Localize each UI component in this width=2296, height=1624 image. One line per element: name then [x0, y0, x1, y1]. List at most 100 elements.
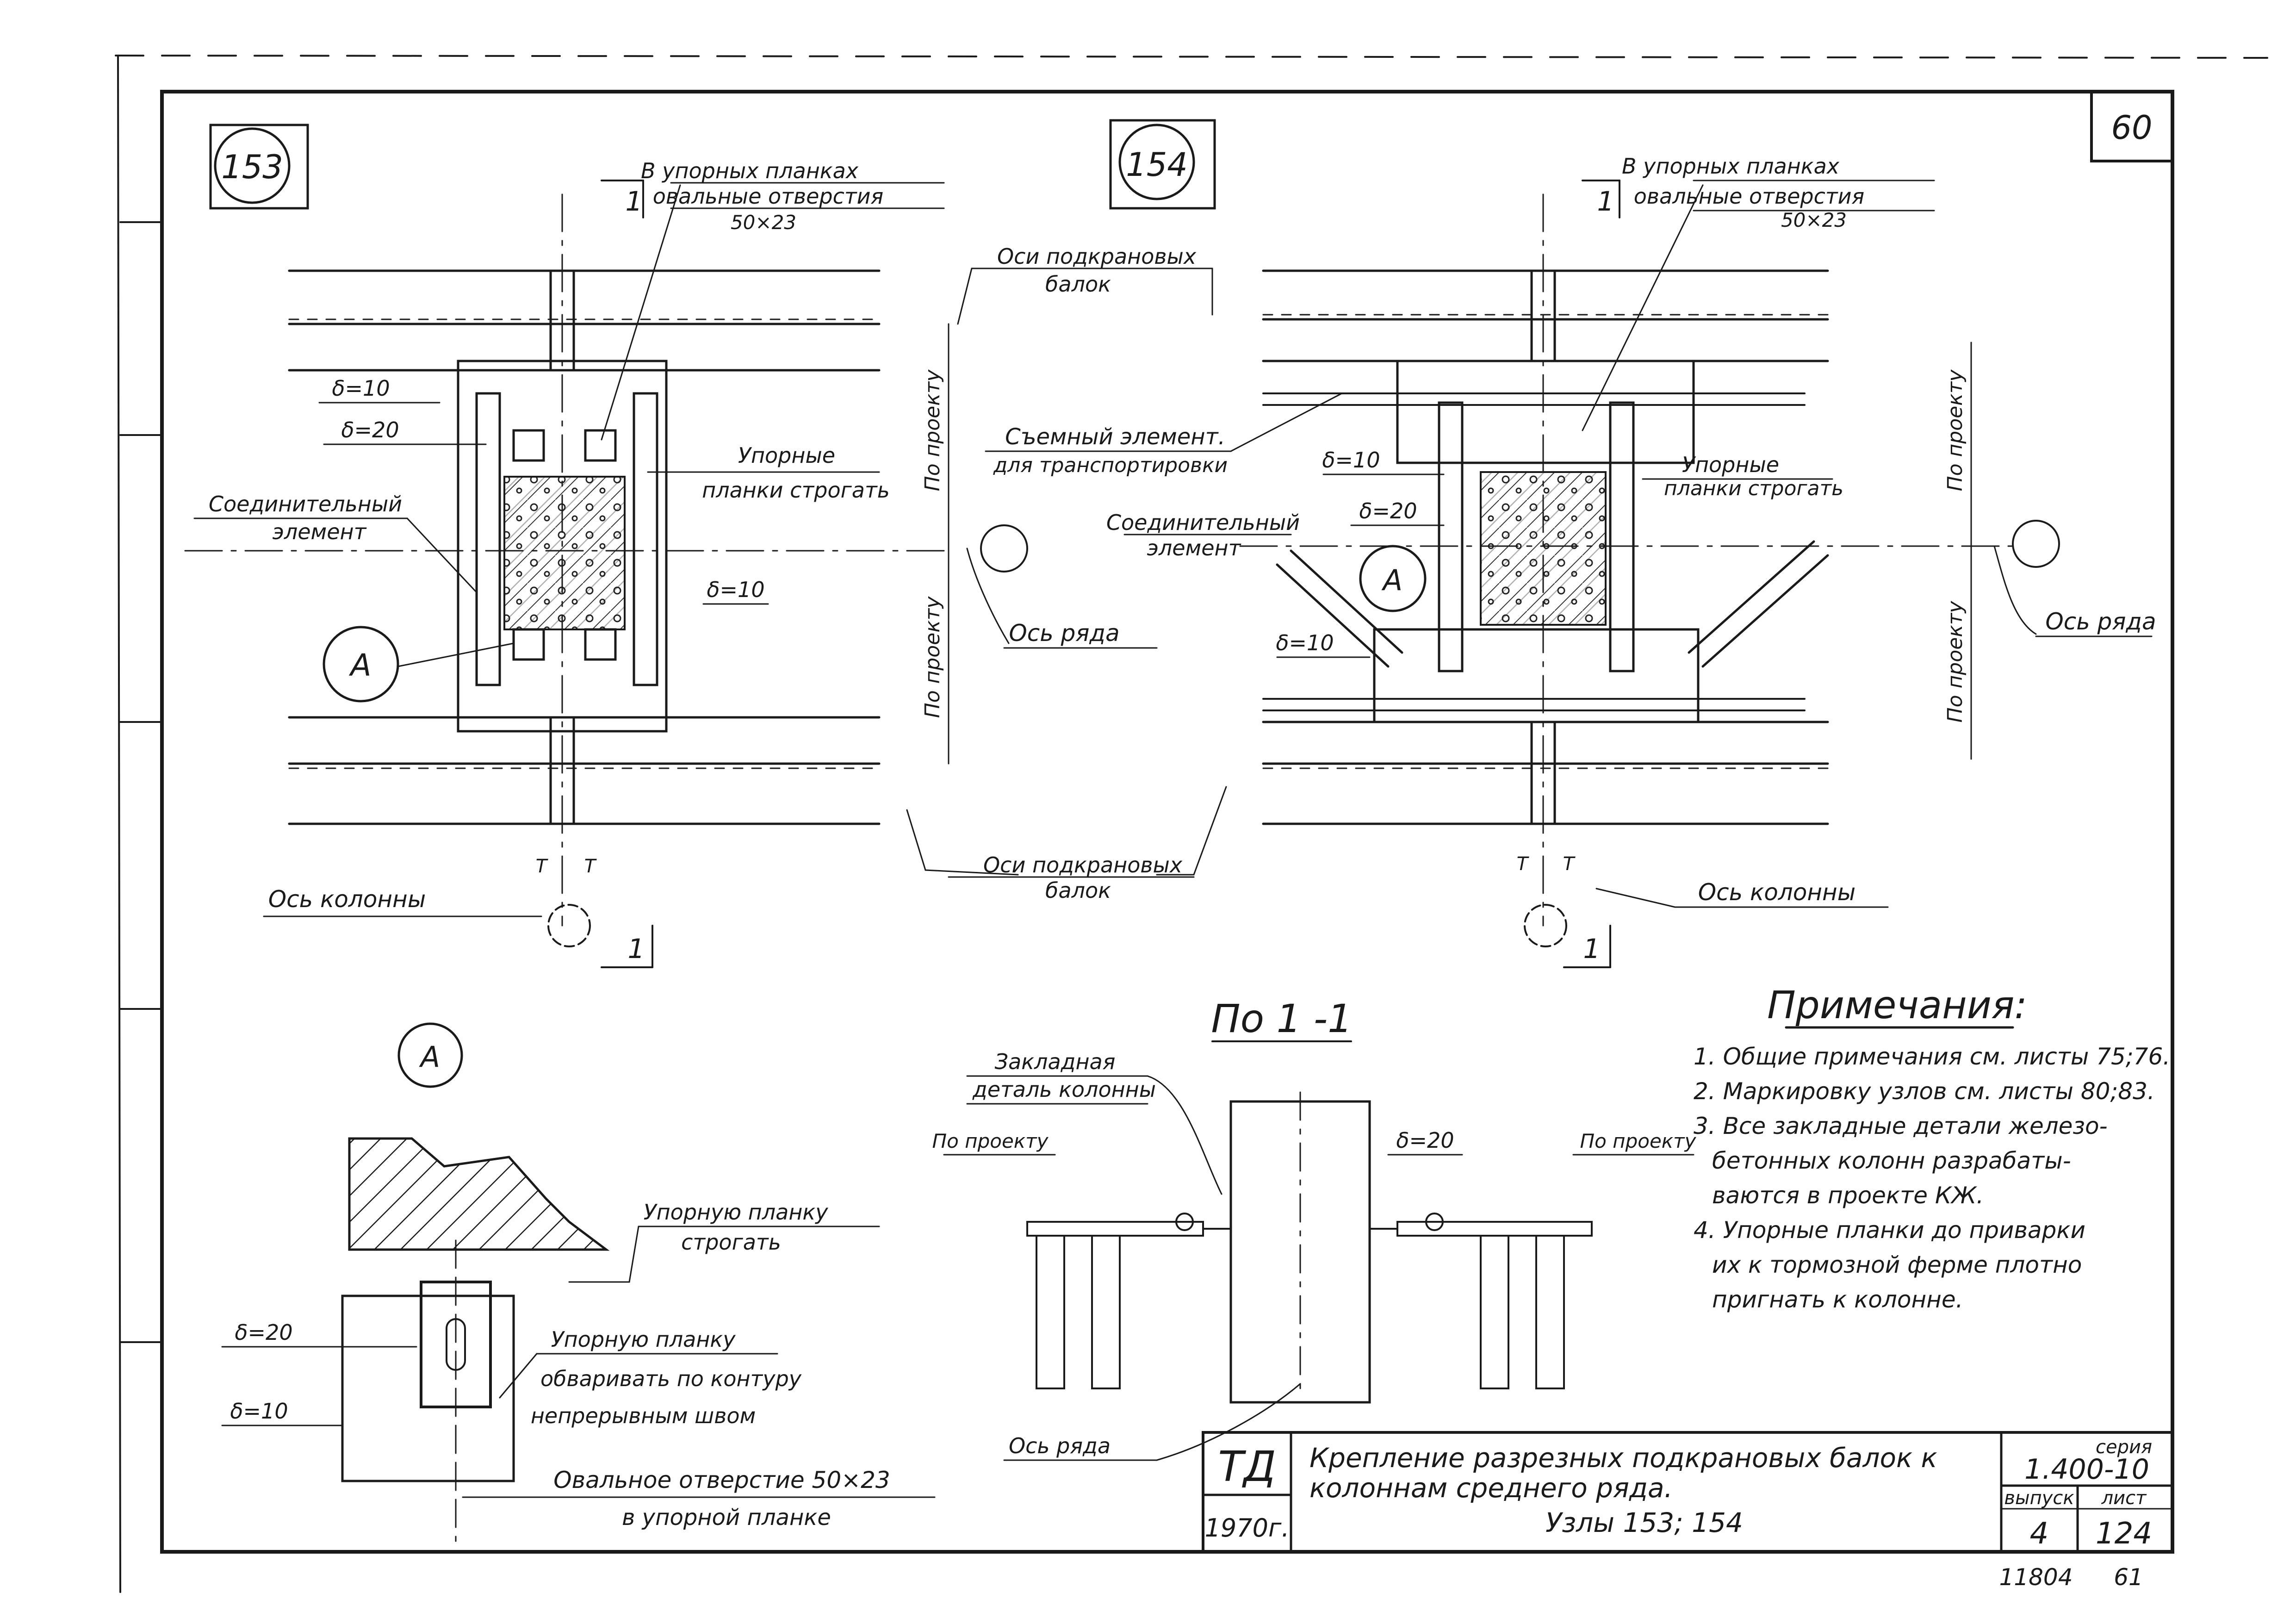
row-axis-label-154: Ось ряда — [2045, 608, 2156, 635]
stop-plates-line2: планки строгать — [702, 478, 890, 503]
sheet-label: лист — [2101, 1487, 2147, 1509]
delta10-b-label: δ=10 — [707, 577, 764, 602]
sheet-number-box: 60 — [2090, 90, 2174, 162]
detail-a-bubble-154 — [1359, 545, 1427, 612]
section-mark-bottom-153: 1 — [628, 933, 645, 964]
node-153-plan: 153 В упорных — [184, 124, 949, 968]
delta10-label: δ=10 — [332, 376, 390, 401]
crane-beam-top-153 — [288, 269, 881, 372]
section-delta20: δ=20 — [1396, 1128, 1454, 1153]
stop-plates-154-line2: планки строгать — [1664, 477, 1843, 500]
crane-axes-top-line1: Оси подкрановых — [997, 244, 1197, 269]
sheet-value: 124 — [2096, 1517, 2152, 1551]
embedded-line1: Закладная — [995, 1049, 1116, 1074]
bolt-right — [1425, 1213, 1444, 1231]
delta20-label: δ=20 — [341, 417, 399, 442]
plane-line2: строгать — [681, 1230, 781, 1255]
holes-note-154-line1: В упорных планках — [1622, 154, 1840, 179]
weld-line2: обваривать по контуру — [540, 1366, 802, 1391]
by-project-right: По проекту — [1580, 1130, 1697, 1152]
removable-line2: для транспортировки — [993, 454, 1228, 477]
section-mark-top-153: 1 — [626, 186, 643, 217]
bottom-stop-frame-154 — [1373, 628, 1700, 723]
delta10-154: δ=10 — [1322, 448, 1380, 473]
row-axis-label-mid: Ось ряда — [1009, 620, 1119, 647]
column-axis-bubble-154 — [1524, 904, 1567, 947]
node-153-badge: 153 — [209, 124, 309, 210]
detail-a-title: А — [419, 1040, 440, 1074]
column-axis-label-153: Ось колонны — [268, 886, 426, 913]
section-1-1: По 1 -1 Закладная деталь колонны По прое… — [932, 996, 1697, 1461]
note-1: 1. Общие примечания см. листы 75;76. — [1694, 1043, 2170, 1070]
by-project-154-upper: По проекту — [1943, 369, 1967, 492]
crane-beam-bottom-154 — [1262, 721, 1829, 825]
crane-axes-top-line2: балок — [1045, 272, 1111, 297]
t-mark-153-left: Т — [536, 856, 549, 877]
connector-line2: элемент — [273, 519, 367, 544]
crane-axes-bottom-line2: балок — [1045, 878, 1111, 903]
series-value: 1.400-10 — [2024, 1453, 2149, 1486]
node-154-plan: 154 — [985, 119, 2156, 968]
holes-note-line2: овальные отверстия — [653, 184, 883, 209]
stop-plate-bl — [512, 628, 545, 661]
note-3b: бетонных колонн разрабаты- — [1712, 1147, 2071, 1174]
beam-left-2 — [1091, 1235, 1121, 1389]
detail-a-title-bubble — [397, 1022, 463, 1088]
stop-plates-line1: Упорные — [738, 443, 835, 468]
year: 1970г. — [1205, 1513, 1290, 1543]
note-2: 2. Маркировку узлов см. листы 80;83. — [1694, 1078, 2155, 1105]
title-line3: Узлы 153; 154 — [1545, 1507, 1743, 1538]
sheet-number: 60 — [2111, 109, 2152, 147]
section-mark-top-154: 1 — [1597, 186, 1614, 217]
stop-plate-tl — [512, 429, 545, 462]
by-project-upper: По проекту — [921, 369, 944, 492]
node-154-badge: 154 — [1109, 119, 1216, 210]
oval-note-line1: Овальное отверстие 50×23 — [553, 1467, 890, 1493]
notes-title: Примечания: — [1767, 983, 2027, 1027]
connector-bar-left — [475, 392, 501, 686]
detail-delta10: δ=10 — [230, 1399, 288, 1424]
beam-right-2 — [1535, 1235, 1565, 1389]
crane-beam-bottom-153 — [288, 716, 881, 825]
beam-left-1 — [1036, 1235, 1065, 1389]
detail-delta20: δ=20 — [235, 1320, 292, 1345]
section-title: По 1 -1 — [1211, 996, 1352, 1041]
title-line1: Крепление разрезных подкрановых балок к — [1309, 1442, 1937, 1474]
by-project-left: По проекту — [932, 1130, 1049, 1152]
column-concrete-section — [348, 1137, 610, 1251]
row-axis-bubble-left — [980, 524, 1028, 572]
beam-right-1 — [1480, 1235, 1509, 1389]
issue-label: выпуск — [2004, 1487, 2074, 1509]
note-4b: их к тормозной ферме плотно — [1712, 1251, 2082, 1278]
bolt-left — [1175, 1213, 1194, 1231]
org-mark: ТД — [1218, 1443, 1276, 1491]
by-project-154-lower: По проекту — [1943, 601, 1967, 723]
node-153-number: 153 — [221, 148, 283, 186]
truss-plate-outline — [341, 1294, 515, 1482]
holes-size: 50×23 — [731, 211, 796, 234]
node-154-number: 154 — [1126, 146, 1188, 184]
t-mark-153-right: Т — [584, 856, 597, 877]
oval-note-line2: в упорной планке — [622, 1505, 831, 1531]
delta20-154: δ=20 — [1359, 498, 1417, 523]
stop-plate-tr — [584, 429, 617, 462]
detail-a-bubble-153 — [323, 626, 399, 703]
drawing-frame — [115, 55, 2268, 1593]
connector-bar-right — [633, 392, 658, 686]
column-axis-bubble — [547, 904, 591, 947]
bottom-note: 11804 — [1999, 1564, 2073, 1591]
stop-plate-br — [584, 628, 617, 661]
holes-note-line1: В упорных планках — [641, 158, 859, 183]
bottom-note-2: 61 — [2114, 1564, 2143, 1591]
column-axis-label-154: Ось колонны — [1698, 879, 1855, 906]
note-3a: 3. Все закладные детали железо- — [1694, 1113, 2108, 1139]
t-mark-154-left: Т — [1517, 853, 1530, 875]
row-axis-bubble-right — [2012, 520, 2060, 568]
removable-line1: Съемный элемент. — [1005, 424, 1225, 450]
by-project-lower: По проекту — [921, 596, 944, 718]
section-mark-bottom-154: 1 — [1583, 933, 1601, 964]
stop-plates-154-line1: Упорные — [1682, 452, 1779, 477]
embedded-line2: деталь колонны — [972, 1077, 1156, 1102]
issue-value: 4 — [2030, 1517, 2049, 1551]
